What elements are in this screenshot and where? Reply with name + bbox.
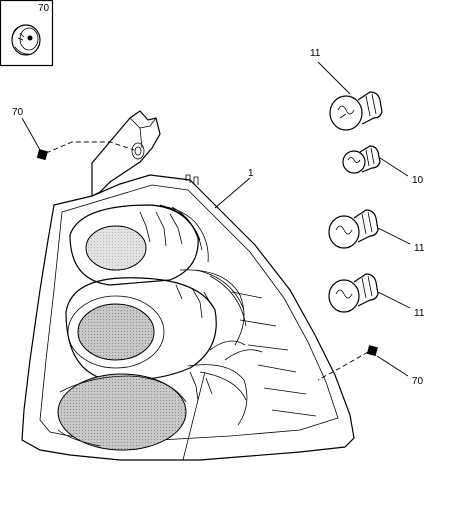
callout-bulb-mid: 11 <box>414 243 425 254</box>
bulb-mid-icon <box>328 209 379 249</box>
grommet-icon <box>11 24 41 56</box>
callout-grommet-left: 70 <box>12 107 24 118</box>
upper-reflector <box>69 204 199 286</box>
trim-lines <box>231 291 317 417</box>
tail-lamp-housing: 1 <box>21 110 355 461</box>
callout-housing: 1 <box>248 168 254 179</box>
lower-lens <box>57 373 187 451</box>
leader-housing <box>214 177 251 209</box>
bulb-low-icon <box>328 273 379 313</box>
grommet-right: 70 <box>317 345 424 387</box>
middle-lens <box>77 303 155 361</box>
grommet-left: 70 <box>12 107 135 161</box>
bulb-top-icon <box>329 91 383 131</box>
inset-ref-label: 70 <box>38 3 50 14</box>
bulb-mid: 11 <box>328 209 425 254</box>
callout-bulb-low: 11 <box>414 308 425 319</box>
callout-grommet-right: 70 <box>412 376 424 387</box>
mounting-bracket <box>91 110 161 197</box>
lens-border <box>39 184 339 441</box>
callout-bulb-top: 11 <box>310 48 321 59</box>
callout-bulb-small: 10 <box>412 175 424 186</box>
bulb-small-icon <box>342 145 381 174</box>
bulb-small: 10 <box>342 145 424 186</box>
grommet-right-icon <box>366 345 378 357</box>
upper-lens <box>85 225 147 271</box>
inset-frame <box>0 0 54 67</box>
middle-reflector <box>65 277 217 381</box>
bulb-top: 11 <box>310 48 383 131</box>
middle-lens-ring <box>67 295 165 369</box>
bulb-low: 11 <box>328 273 425 319</box>
grommet-left-dashed <box>45 141 135 154</box>
inset-box: 70 <box>0 0 54 67</box>
grommet-right-dashed <box>317 351 369 381</box>
grommet-left-icon <box>36 149 48 161</box>
